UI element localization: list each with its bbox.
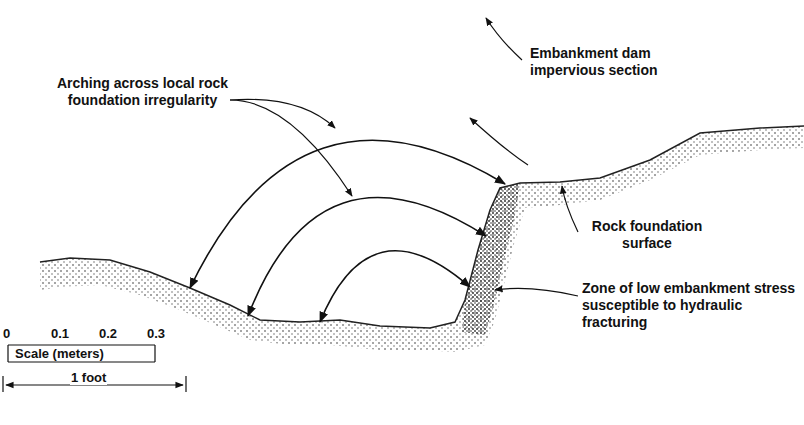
callout-label: Rock foundation surface [582, 218, 712, 252]
scale-length: 1 foot [70, 370, 107, 385]
scale-number: 0.2 [98, 326, 118, 341]
scale-number: 0.3 [146, 326, 166, 341]
callout-label: Zone of low embankment stress susceptibl… [582, 280, 797, 331]
scale-number: 0 [2, 326, 11, 341]
callout-label: Arching across local rock foundation irr… [50, 75, 235, 109]
scale-number: 0.1 [50, 326, 70, 341]
scale-title: Scale (meters) [14, 346, 105, 361]
callout-label: Embankment dam impervious section [530, 45, 695, 79]
